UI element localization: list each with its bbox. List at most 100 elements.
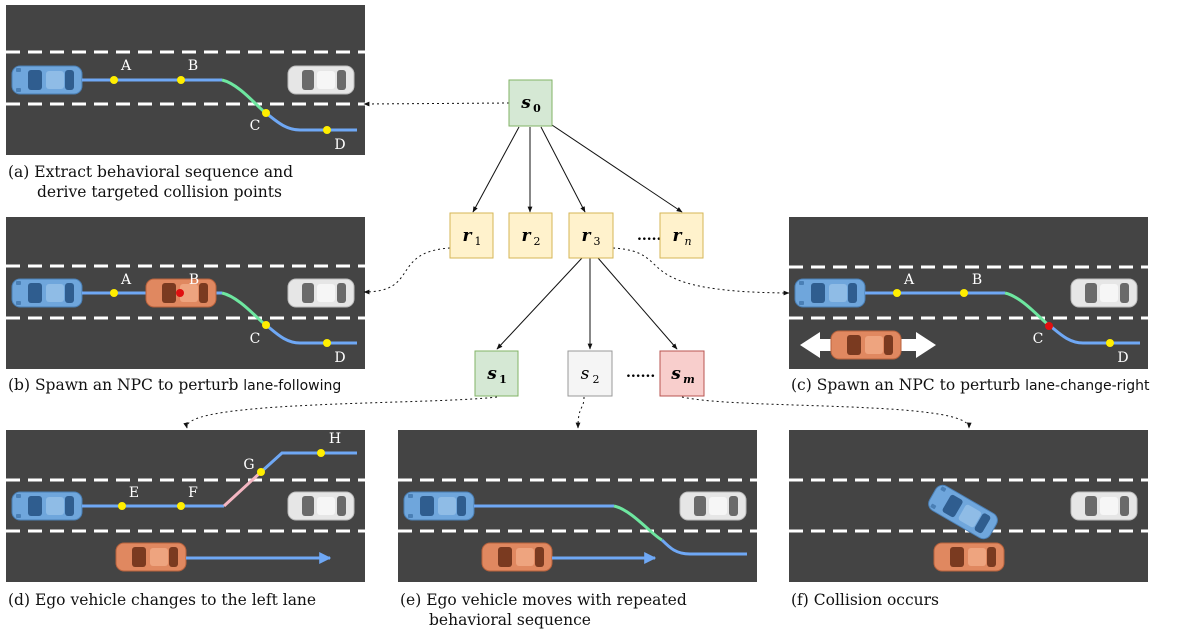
dotted-link: [575, 396, 585, 429]
collision-point: [110, 76, 118, 84]
collision-point: [262, 109, 270, 117]
node-r3: r 3: [568, 212, 614, 259]
point-label: D: [334, 137, 345, 153]
npc-car: [481, 542, 553, 572]
caption-a-line1: (a) Extract behavioral sequence and: [8, 163, 294, 181]
caption-b-behavior: lane-following: [243, 378, 342, 394]
ego-path: [259, 451, 357, 474]
point-label: F: [188, 485, 198, 501]
npc-car: [830, 330, 902, 360]
panel-c: A B C D: [789, 217, 1148, 369]
collision-point: [110, 289, 118, 297]
point-label: A: [120, 58, 132, 74]
collision-point: [177, 502, 185, 510]
tree-edge: [540, 126, 586, 213]
collision-point-hit: [176, 289, 184, 297]
tree-edge: [551, 124, 683, 213]
svg-text:m: m: [683, 373, 695, 386]
caption-d: (d) Ego vehicle changes to the left lane: [8, 590, 316, 610]
panel-a: A B C D: [6, 5, 365, 155]
node-sm: s m: [659, 350, 705, 397]
svg-text:s: s: [581, 364, 590, 384]
caption-a-line2: derive targeted collision points: [37, 183, 282, 201]
svg-text:r: r: [673, 226, 683, 246]
caption-f: (f) Collision occurs: [791, 590, 939, 610]
parked-car: [287, 65, 355, 95]
tree-edge: [597, 257, 678, 350]
npc-car: [933, 542, 1005, 572]
svg-text:0: 0: [533, 102, 541, 115]
panel-f: [789, 430, 1148, 582]
ego-path-transition: [222, 470, 263, 508]
svg-text:n: n: [684, 235, 691, 248]
point-label: B: [189, 272, 199, 288]
point-label: C: [250, 331, 261, 347]
parked-car: [287, 278, 355, 308]
ego-car: [11, 278, 83, 308]
collision-point: [323, 126, 331, 134]
collision-point: [960, 289, 968, 297]
node-r1: r 1: [449, 212, 494, 259]
point-label: G: [243, 457, 254, 473]
point-label: B: [188, 58, 198, 74]
search-tree: s 0 r 1 r 2 r 3 ...... r n s 1: [183, 79, 972, 429]
dotted-link: [363, 101, 510, 107]
node-s0: s 0: [508, 79, 553, 127]
point-label: B: [972, 272, 982, 288]
caption-e-line2: behavioral sequence: [429, 611, 591, 629]
caption-c-text: (c) Spawn an NPC to perturb: [791, 376, 1026, 394]
point-label: C: [1033, 331, 1044, 347]
collision-point: [317, 449, 325, 457]
ego-car: [11, 491, 83, 521]
dotted-link: [612, 247, 790, 296]
svg-text:s: s: [520, 93, 531, 113]
caption-d-text: (d) Ego vehicle changes to the left lane: [8, 591, 317, 609]
npc-car: [115, 542, 187, 572]
ego-path-transition: [613, 504, 663, 542]
dotted-link: [363, 247, 451, 295]
node-s2: s 2: [567, 350, 613, 397]
point-label: A: [903, 272, 915, 288]
svg-text:r: r: [522, 226, 532, 246]
point-label: E: [129, 485, 139, 501]
svg-text:2: 2: [593, 373, 600, 386]
point-label: D: [334, 350, 345, 366]
ego-car: [403, 491, 475, 521]
collision-point: [262, 321, 270, 329]
parked-car: [1070, 278, 1138, 308]
caption-a: (a) Extract behavioral sequence and deri…: [8, 162, 293, 202]
point-label: D: [1117, 350, 1128, 366]
svg-text:r: r: [463, 226, 473, 246]
caption-c-behavior: lane-change-right: [1025, 378, 1150, 394]
caption-e-line1: (e) Ego vehicle moves with repeated: [400, 591, 687, 609]
svg-text:s: s: [670, 364, 681, 384]
svg-text:1: 1: [499, 373, 507, 386]
collision-point: [1106, 339, 1114, 347]
panel-d: E F G H: [6, 430, 365, 582]
panel-e: [398, 430, 757, 582]
svg-text:r: r: [582, 226, 592, 246]
svg-text:s: s: [486, 364, 497, 384]
node-s1: s 1: [474, 350, 519, 397]
svg-text:2: 2: [534, 235, 541, 248]
caption-b: (b) Spawn an NPC to perturb lane-followi…: [8, 375, 341, 396]
collision-point: [323, 339, 331, 347]
ego-path: [660, 538, 747, 556]
ego-car: [794, 278, 866, 308]
tree-edge: [472, 126, 520, 213]
node-r2: r 2: [508, 212, 553, 259]
ellipsis: ......: [637, 228, 666, 244]
parked-car: [287, 491, 355, 521]
svg-text:1: 1: [475, 235, 482, 248]
point-label: C: [250, 118, 261, 134]
caption-f-text: (f) Collision occurs: [791, 591, 940, 609]
collision-point: [893, 289, 901, 297]
caption-c: (c) Spawn an NPC to perturb lane-change-…: [791, 375, 1150, 396]
collision-point: [257, 468, 265, 476]
panel-b: A B C D: [6, 217, 365, 369]
ego-car: [11, 65, 83, 95]
collision-point-hit: [1045, 322, 1053, 330]
parked-car: [1070, 491, 1138, 521]
dotted-link: [183, 396, 498, 429]
point-label: H: [329, 431, 341, 447]
